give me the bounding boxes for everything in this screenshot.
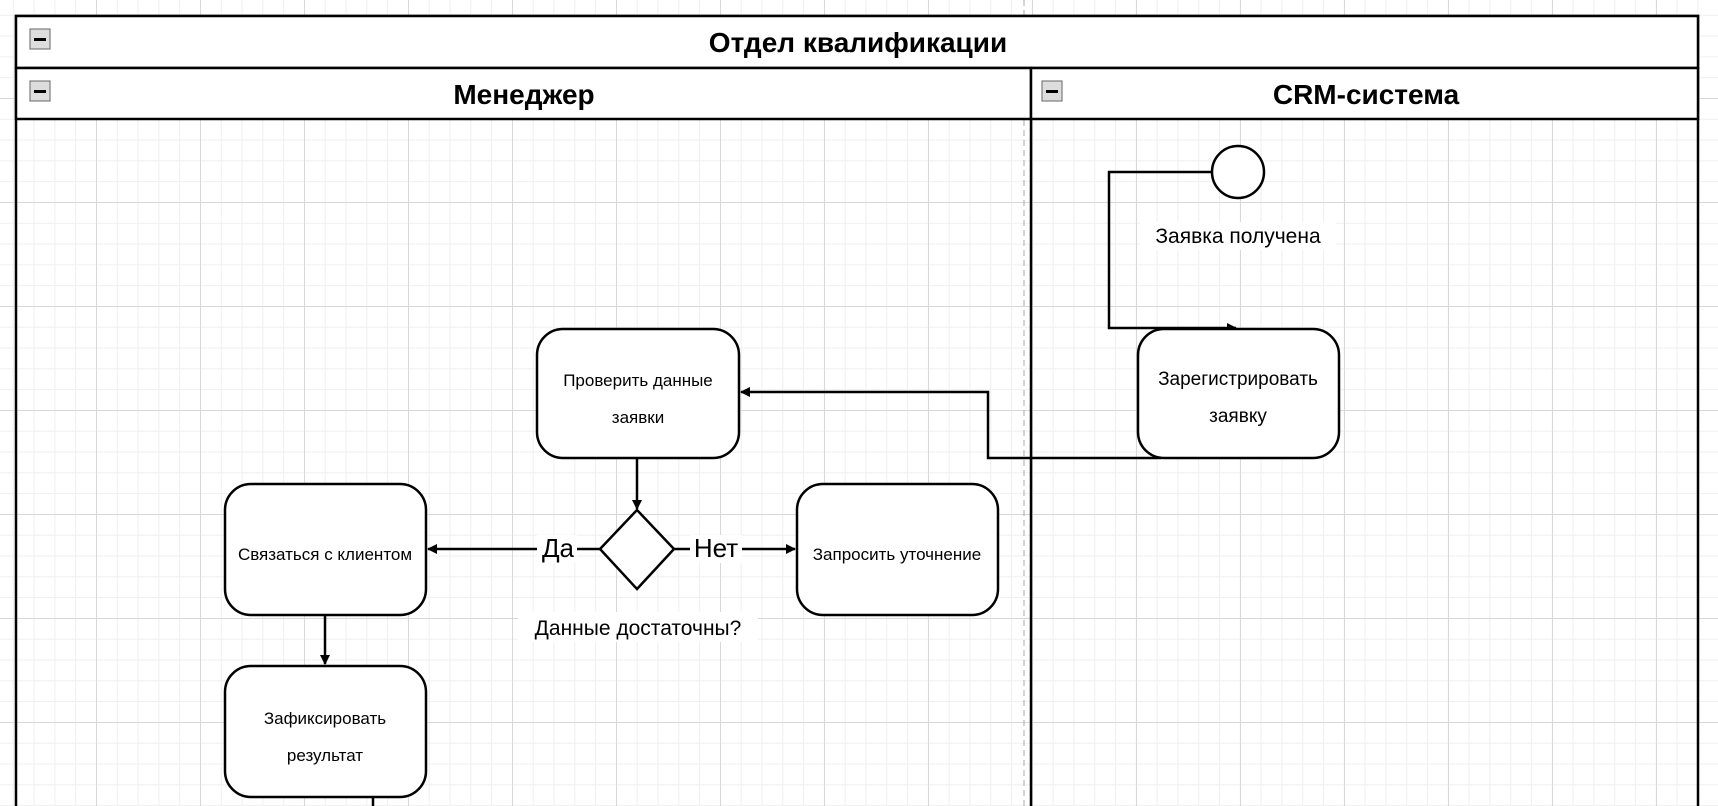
minus-icon[interactable] [29, 80, 51, 102]
pool[interactable]: Отдел квалификации [14, 14, 1700, 806]
edge-register-check[interactable] [741, 392, 1161, 460]
edge-label-yes: Да [542, 533, 575, 563]
task-register[interactable]: Зарегистрировать заявку [1136, 327, 1341, 460]
task-label: заявку [1209, 406, 1267, 427]
task-label: Зарегистрировать [1158, 369, 1318, 390]
task-label: Запросить уточнение [813, 545, 981, 564]
start-event-label: Заявка получена [1155, 225, 1321, 248]
start-event[interactable] [1210, 144, 1266, 200]
task-check[interactable]: Проверить данные заявки [535, 327, 741, 460]
decision-gateway[interactable] [598, 508, 676, 591]
task-label: Проверить данные [563, 371, 713, 390]
task-label: результат [287, 746, 363, 765]
pool-title: Отдел квалификации [709, 27, 1007, 58]
task-label: заявки [612, 408, 664, 427]
minus-icon[interactable] [1041, 80, 1063, 102]
task-label: Связаться с клиентом [238, 545, 412, 564]
lane-manager[interactable]: Менеджер [14, 66, 1033, 121]
decision-label: Данные достаточны? [535, 617, 742, 640]
edge-label-no: Нет [694, 533, 738, 563]
task-clarify[interactable]: Запросить уточнение [795, 482, 1000, 617]
lane-title-manager: Менеджер [453, 79, 594, 110]
lane-crm[interactable]: CRM-система [1029, 66, 1700, 121]
lane-title-crm: CRM-система [1273, 79, 1460, 110]
task-record[interactable]: Зафиксировать результат [223, 664, 428, 799]
task-contact[interactable]: Связаться с клиентом [223, 482, 428, 617]
minus-icon[interactable] [29, 28, 51, 50]
task-label: Зафиксировать [264, 709, 386, 728]
